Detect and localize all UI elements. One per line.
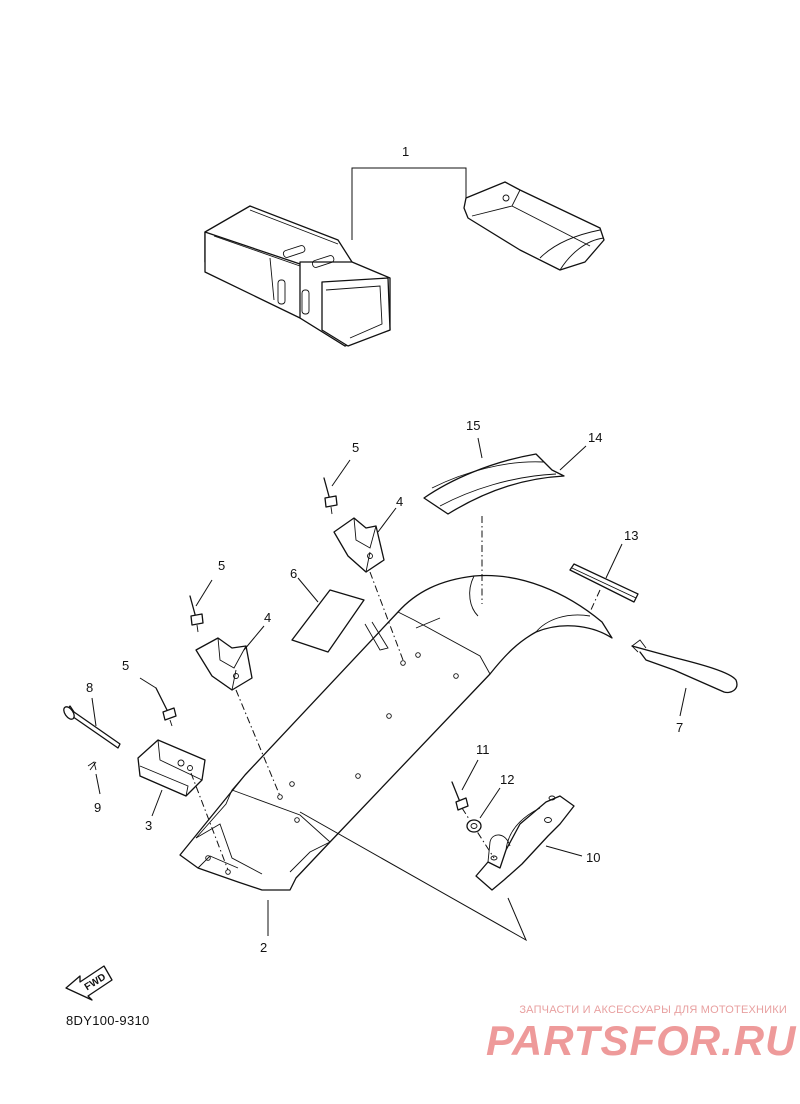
callout-5-middle: 5 [218,558,225,573]
part-6-label [291,577,365,653]
callout-leader-4b [377,507,397,533]
callout-leader-12 [479,787,501,819]
callout-5-left: 5 [122,658,129,673]
callout-leader-5b [195,579,213,607]
callout-12: 12 [500,772,514,787]
part-10-bracket [475,795,583,891]
callout-10: 10 [586,850,600,865]
part-5-screw-left [139,677,177,727]
part-13-strip [569,543,639,613]
callout-leader-5c [331,459,351,487]
diagram-code: 8DY100-9310 [66,1013,150,1028]
callout-8: 8 [86,680,93,695]
part-5-screw-top [323,459,351,515]
watermark-logo: PARTSFOR.RU [486,1017,797,1064]
callout-leader-3 [151,789,163,817]
part-7-rod [631,639,738,717]
callout-leader-10 [545,845,583,857]
callout-4-right: 4 [396,494,403,509]
callout-leader-11 [461,759,479,791]
callout-14: 14 [588,430,602,445]
callout-15: 15 [466,418,480,433]
part-3-hinge-bracket [63,697,229,871]
part-4-clamp-left [195,625,281,797]
callout-7: 7 [676,720,683,735]
watermark-tagline: ЗАПЧАСТИ И АКСЕССУАРЫ ДЛЯ МОТОТЕХНИКИ [519,1004,787,1016]
part-14-15-stickers [423,437,587,604]
callout-1: 1 [402,144,409,159]
callout-leader-5a [139,677,157,689]
callout-4-left: 4 [264,610,271,625]
callout-numbers: 1 2 3 4 4 5 5 5 6 7 8 9 10 11 12 13 14 1… [86,144,683,955]
callout-leader-9 [95,773,101,795]
callout-9: 9 [94,800,101,815]
leader-fender-10 [299,811,528,942]
callout-11: 11 [476,742,490,757]
callout-3: 3 [145,818,152,833]
part-11-screw [451,759,495,859]
callout-leader-1 [351,167,467,240]
callout-leader-14 [559,445,587,471]
part-12-nut [466,787,501,833]
callout-2: 2 [260,940,267,955]
callout-leader-8 [91,697,97,727]
fwd-arrow: FWD [65,965,113,1001]
callout-6: 6 [290,566,297,581]
callout-leader-13 [605,543,623,579]
part-2-fender [179,574,613,942]
part-4-clamp-right [333,507,404,661]
callout-5-top: 5 [352,440,359,455]
callout-leader-15 [477,437,483,459]
callout-leader-4a [243,625,265,651]
callout-leader-6 [297,577,319,603]
callout-13: 13 [624,528,638,543]
part-1-tool-bag [204,167,605,347]
part-5-screw-middle [189,579,213,633]
callout-leader-7 [679,687,687,717]
